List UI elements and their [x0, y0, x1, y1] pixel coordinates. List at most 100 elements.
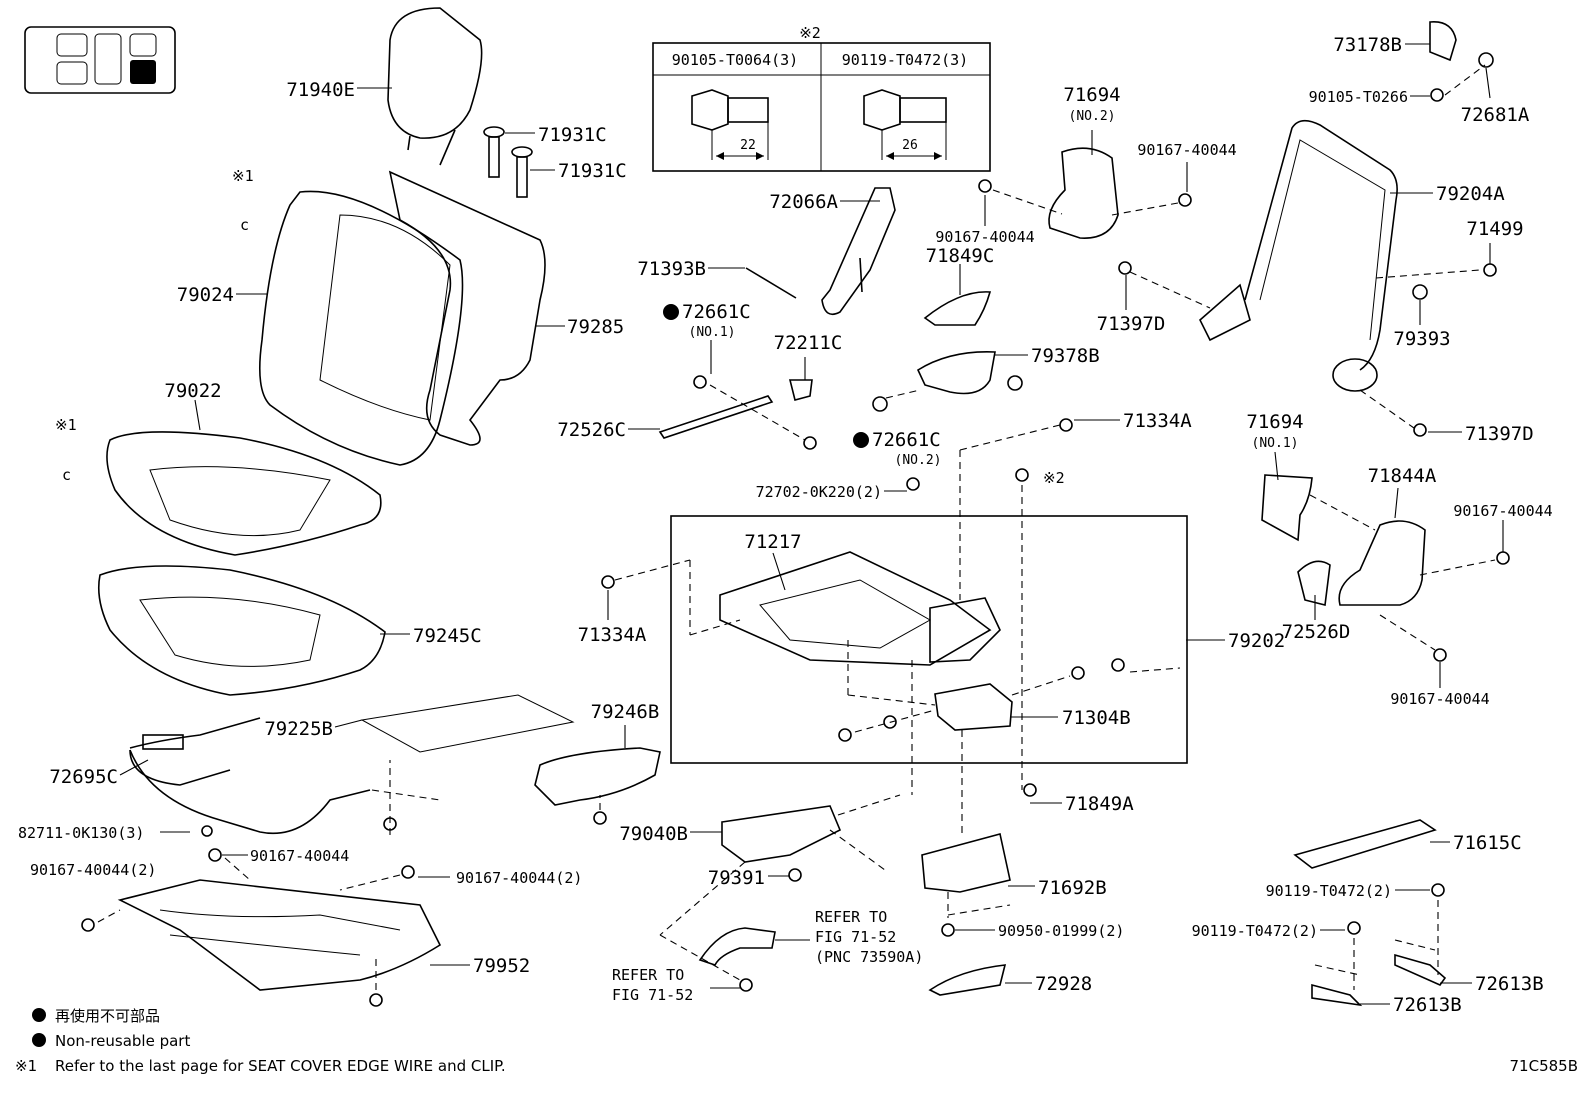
label-72928: 72928	[1035, 973, 1092, 995]
rod-71393b-drawing	[745, 267, 797, 299]
label-72661C-no2: (NO.2)	[895, 453, 942, 468]
bracket-72613b-drawing	[1311, 983, 1363, 1007]
legend-en: Non-reusable part	[55, 1032, 190, 1050]
cover-79378b-drawing	[916, 351, 996, 395]
part-labels: 71940E 71931C 71931C 79024 79285 79022 7…	[18, 34, 1553, 1016]
label-79202: 79202	[1228, 630, 1285, 652]
legend-note1-mark: ※1	[15, 1057, 37, 1075]
leader-lines	[119, 43, 1504, 1005]
label-73178B: 73178B	[1333, 34, 1402, 56]
sheet-drawing	[360, 694, 575, 753]
label-71397D: 71397D	[1465, 423, 1534, 445]
bracket-72613b-drawing	[1394, 953, 1447, 986]
label-79040B: 79040B	[619, 823, 688, 845]
cap-73178b-drawing	[1429, 21, 1457, 62]
cover-71694-no2-drawing	[1048, 147, 1119, 239]
table-col2: 90119-T0472(3)	[842, 51, 968, 69]
bolt-icon	[691, 89, 769, 160]
label-71694-no1: (NO.1)	[1252, 436, 1299, 451]
cover-71694-no1-drawing	[1261, 474, 1313, 542]
label-79285: 79285	[567, 316, 624, 338]
seat-position-icon	[24, 26, 176, 94]
label-71334A: 71334A	[578, 624, 647, 646]
nonreusable-dot	[32, 1033, 46, 1047]
label-79391: 79391	[708, 867, 765, 889]
label-71931C: 71931C	[538, 124, 607, 146]
label-90167: 90167-40044	[1137, 141, 1236, 159]
table-col1: 90105-T0064(3)	[672, 51, 798, 69]
label-90167: 90167-40044	[1390, 690, 1489, 708]
label-71615C: 71615C	[1453, 832, 1522, 854]
legend-jp: 再使用不可部品	[55, 1007, 160, 1025]
clip-mark: c	[62, 466, 71, 484]
label-71393B: 71393B	[637, 258, 706, 280]
wire-harness-drawing	[129, 717, 371, 835]
label-71304B: 71304B	[1062, 707, 1131, 729]
fasteners	[81, 52, 1510, 1007]
label-72526D: 72526D	[1282, 621, 1351, 643]
label-71694: 71694	[1246, 411, 1303, 433]
legend-note1-text: Refer to the last page for SEAT COVER ED…	[55, 1057, 506, 1075]
note1-mark: ※1	[232, 167, 254, 185]
label-71849A: 71849A	[1065, 793, 1134, 815]
label-71931C: 71931C	[558, 160, 627, 182]
label-72613B: 72613B	[1475, 973, 1544, 995]
cover-71849c-drawing	[923, 291, 992, 326]
label-79952: 79952	[473, 955, 530, 977]
strip-71615c-drawing	[1293, 819, 1437, 869]
nonreusable-dot	[32, 1008, 46, 1022]
refer-text: REFER TO	[612, 966, 684, 984]
bolt-spec-table: ※2 90105-T0064(3) 90119-T0472(3) 22 26	[652, 24, 991, 172]
track-71217-drawing	[719, 551, 1001, 666]
seatbelt-buckle-drawing	[698, 927, 776, 966]
nonreusable-dot	[853, 432, 869, 448]
label-72695C: 72695C	[49, 766, 118, 788]
label-72661C: 72661C	[682, 301, 751, 323]
seat-cushion-cover-drawing	[106, 431, 382, 556]
label-79204A: 79204A	[1436, 183, 1505, 205]
label-71334A: 71334A	[1123, 410, 1192, 432]
label-90119: 90119-T0472(2)	[1192, 922, 1318, 940]
recliner-71304b-drawing	[934, 683, 1013, 731]
cover-71692b-drawing	[921, 833, 1011, 893]
nonreusable-dot	[663, 304, 679, 320]
cover-72211c-drawing	[788, 379, 813, 401]
diagram-code: 71C585B	[1510, 1057, 1578, 1075]
table-mark: ※2	[799, 24, 821, 42]
label-71397D: 71397D	[1097, 313, 1166, 335]
cover-72928-drawing	[928, 964, 1007, 996]
label-90167: 90167-40044	[935, 228, 1034, 246]
label-71694: 71694	[1063, 84, 1120, 106]
label-90167: 90167-40044	[1453, 502, 1552, 520]
seat-cushion-pad-drawing	[97, 565, 386, 696]
seatback-pad-drawing	[388, 170, 546, 446]
label-90950: 90950-01999(2)	[998, 922, 1124, 940]
label-90167: 90167-40044(2)	[30, 861, 156, 879]
label-79246B: 79246B	[591, 701, 660, 723]
bolt-icon	[863, 89, 947, 160]
bar-72526c-drawing	[658, 395, 774, 439]
label-79378B: 79378B	[1031, 345, 1100, 367]
label-72211C: 72211C	[774, 332, 843, 354]
label-72066A: 72066A	[769, 191, 838, 213]
label-90167: 90167-40044	[250, 847, 349, 865]
seatback-cover-drawing	[258, 190, 464, 466]
cover-79246b-drawing	[534, 747, 661, 806]
seat-frame-drawing	[117, 879, 442, 991]
label-72681A: 72681A	[1461, 104, 1530, 126]
label-79225B: 79225B	[264, 718, 333, 740]
plate-79040b-drawing	[721, 805, 842, 863]
label-71694-no2: (NO.2)	[1069, 109, 1116, 124]
clip-mark: c	[240, 216, 249, 234]
label-72526C: 72526C	[557, 419, 626, 441]
note2-mark: ※2	[1043, 469, 1065, 487]
label-72613B: 72613B	[1393, 994, 1462, 1016]
label-71217: 71217	[744, 531, 801, 553]
refer-text: (PNC 73590A)	[815, 948, 923, 966]
refer-text: REFER TO	[815, 908, 887, 926]
label-72661C: 72661C	[872, 429, 941, 451]
label-71499: 71499	[1466, 218, 1523, 240]
label-79022: 79022	[164, 380, 221, 402]
label-72702: 72702-0K220(2)	[756, 483, 882, 501]
